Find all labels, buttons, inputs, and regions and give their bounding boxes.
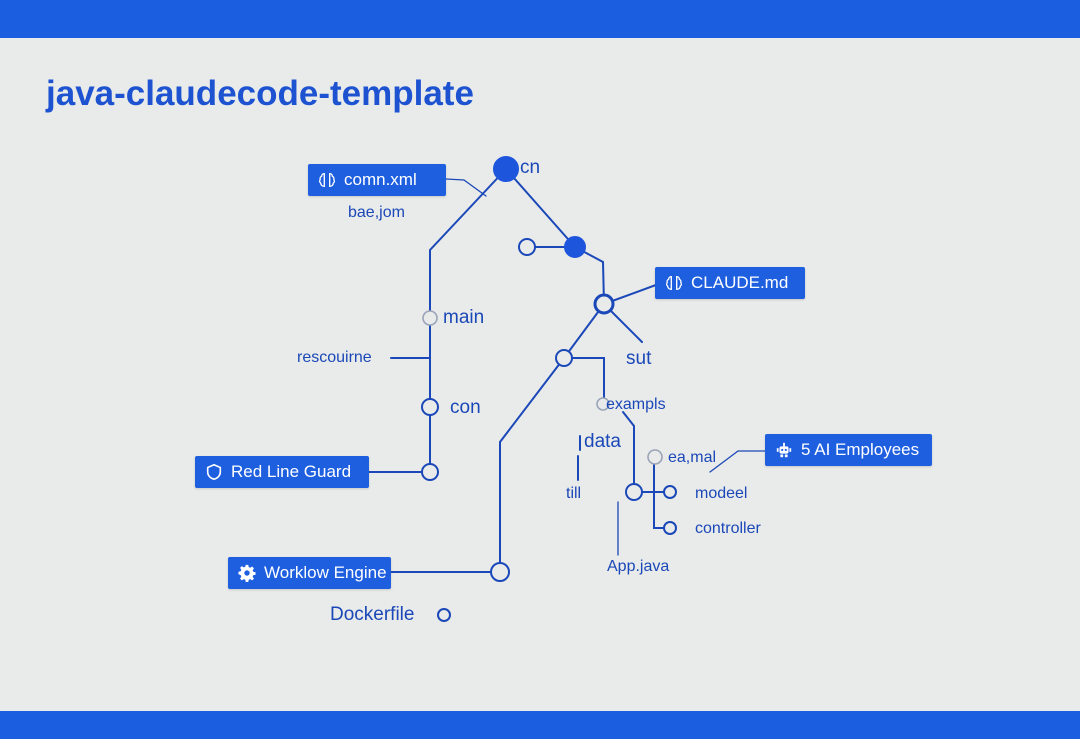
connector-line — [622, 411, 635, 486]
ai-employees-tag: 5 AI Employees — [765, 434, 932, 466]
root-node — [493, 156, 519, 182]
connector-line — [445, 178, 487, 197]
open-node — [663, 485, 677, 499]
node-label-app-java: App.java — [607, 558, 670, 575]
top-band — [0, 0, 1080, 38]
node-label-rescourine: rescouirne — [297, 349, 372, 366]
node-label-con: con — [450, 397, 481, 418]
open-node — [421, 463, 439, 481]
brain-icon — [318, 171, 336, 189]
connector-line — [563, 357, 605, 401]
open-node — [663, 521, 677, 535]
node-label-controller: controller — [695, 520, 761, 537]
tag-label: comn.xml — [344, 170, 417, 189]
connector-line — [505, 168, 576, 248]
connector-line — [603, 281, 665, 305]
node-label-data: data — [584, 431, 621, 452]
connector-line — [563, 303, 605, 359]
comn-xml-tag: comn.xml — [308, 164, 446, 196]
open-node — [421, 398, 439, 416]
gear-icon — [238, 564, 256, 582]
open-node — [596, 397, 610, 411]
node-label-dockerfile: Dockerfile — [330, 604, 415, 625]
open-node — [555, 349, 573, 367]
connector-line — [709, 450, 775, 473]
node-label-ea-mal: ea,mal — [668, 449, 717, 466]
node-label-modeel: modeel — [695, 485, 748, 502]
open-node — [647, 449, 663, 465]
workflow-engine-tag: Worklow Engine — [228, 557, 391, 589]
tag-label: CLAUDE.md — [691, 273, 789, 292]
tag-label: 5 AI Employees — [801, 440, 920, 459]
bottom-band — [0, 711, 1080, 739]
robot-icon — [775, 441, 793, 459]
red-line-guard-tag: Red Line Guard — [195, 456, 369, 488]
connector-line — [633, 491, 671, 529]
tag-label: Worklow Engine — [264, 563, 387, 582]
node-label-cn: cn — [520, 157, 541, 178]
open-node — [593, 293, 615, 315]
filled-node — [564, 236, 586, 258]
brain-icon — [665, 274, 683, 292]
open-node — [490, 562, 510, 582]
connector-line — [499, 357, 565, 573]
node-label-bae-jom: bae,jom — [348, 204, 405, 221]
tag-label: Red Line Guard — [231, 462, 352, 481]
node-label-exampls: exampls — [606, 396, 666, 413]
node-label-till: till — [566, 485, 582, 502]
page-title: java-claudecode-template — [46, 74, 474, 113]
node-label-sut: sut — [626, 348, 652, 369]
open-node — [518, 238, 536, 256]
open-node — [422, 310, 438, 326]
open-node — [437, 608, 451, 622]
claude-md-tag: CLAUDE.md — [655, 267, 805, 299]
shield-icon — [205, 463, 223, 481]
open-node — [625, 483, 643, 501]
node-label-main: main — [443, 307, 485, 328]
